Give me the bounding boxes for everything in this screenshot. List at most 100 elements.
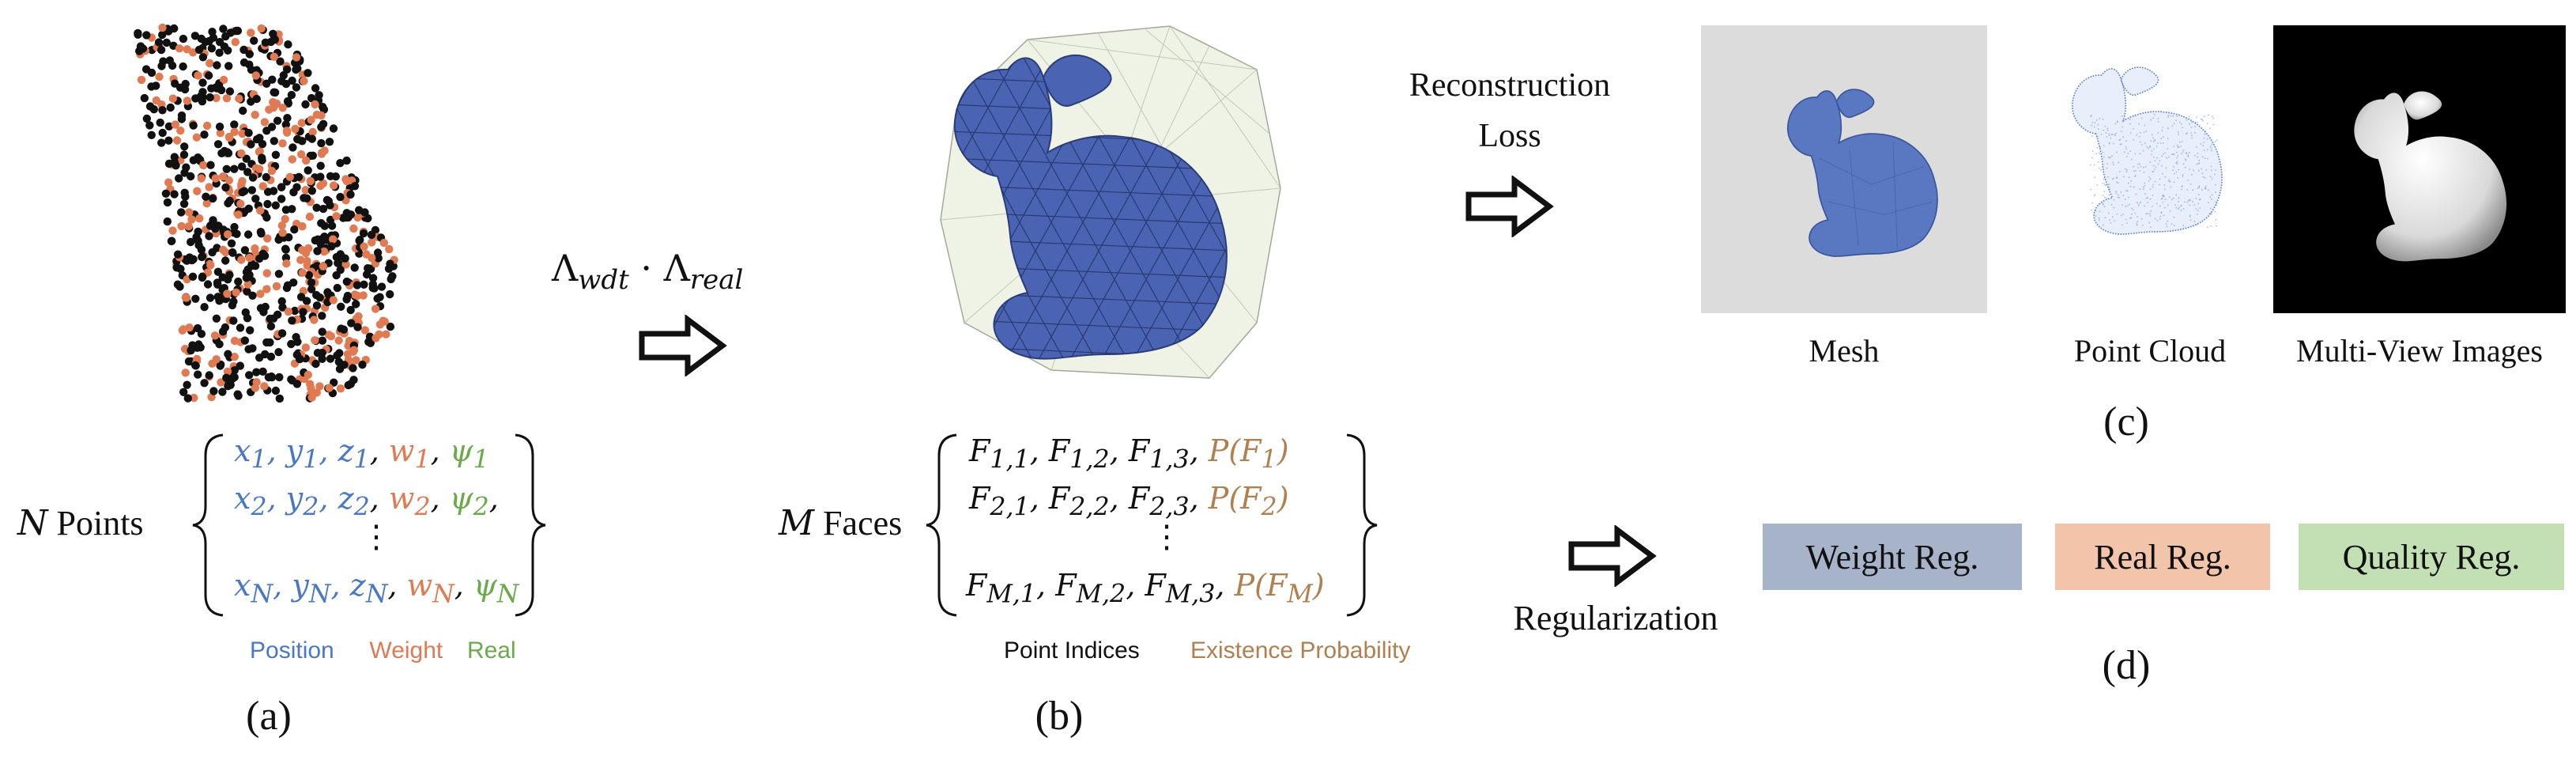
point-dot xyxy=(228,248,237,257)
point-dot xyxy=(221,32,230,41)
point-dot xyxy=(173,250,183,259)
point-dot xyxy=(344,380,353,390)
point-dot xyxy=(255,146,264,156)
point-dot xyxy=(285,172,294,181)
point-dot xyxy=(177,111,187,120)
caption-mesh: Mesh xyxy=(1808,333,1880,369)
real-reg-box: Real Reg. xyxy=(2055,524,2270,590)
caption-multi-view: Multi-View Images xyxy=(2296,333,2543,369)
point-dot xyxy=(175,44,184,53)
point-dot xyxy=(316,161,325,170)
point-dot xyxy=(219,75,228,85)
face-row-m: FM,1, FM,2, FM,3, P(FM) xyxy=(966,568,1325,609)
point-dot xyxy=(281,244,290,253)
point-dot xyxy=(213,267,223,276)
point-dot xyxy=(307,93,316,103)
point-dot xyxy=(222,94,232,103)
quality-reg-box: Quality Reg. xyxy=(2299,524,2564,590)
point-dot xyxy=(281,214,289,224)
point-dot xyxy=(221,183,230,192)
point-dot xyxy=(352,356,360,365)
point-dot xyxy=(271,386,281,395)
point-dot xyxy=(312,301,322,310)
point-dot xyxy=(230,127,239,136)
arrow-to-outputs-icon xyxy=(1465,176,1554,237)
point-dot xyxy=(202,199,211,208)
point-dot xyxy=(193,187,202,195)
point-dot xyxy=(244,128,253,138)
point-dot xyxy=(164,136,173,145)
point-dot xyxy=(168,226,177,235)
point-dot xyxy=(212,314,221,323)
point-dot xyxy=(349,224,358,233)
point-dot xyxy=(304,69,312,78)
point-dot xyxy=(260,118,270,127)
point-dot xyxy=(230,120,239,129)
point-dot xyxy=(371,304,380,313)
point-dot xyxy=(198,78,207,87)
point-dot xyxy=(288,205,296,214)
point-dot xyxy=(194,370,202,379)
point-dot xyxy=(243,230,253,239)
point-dot xyxy=(232,288,240,297)
point-dot xyxy=(258,182,267,191)
point-dot xyxy=(154,38,164,47)
point-dot xyxy=(243,168,252,176)
point-dot xyxy=(165,56,174,65)
point-dot xyxy=(245,371,254,380)
point-dot xyxy=(368,254,376,263)
point-dot xyxy=(225,196,234,206)
point-dot xyxy=(262,269,271,278)
point-dot xyxy=(255,134,264,142)
point-dot xyxy=(224,176,233,185)
point-dot xyxy=(336,384,345,393)
point-dot xyxy=(318,327,326,336)
point-dot xyxy=(224,382,232,391)
point-dot xyxy=(315,91,323,100)
point-dot xyxy=(346,305,355,315)
point-dot xyxy=(313,235,322,244)
point-dot xyxy=(255,354,264,362)
point-dot xyxy=(353,281,362,289)
point-dot xyxy=(297,119,306,127)
point-dot xyxy=(208,359,217,368)
point-dot xyxy=(240,336,250,345)
point-dot xyxy=(225,133,234,142)
point-dot xyxy=(273,116,282,125)
point-dot xyxy=(349,376,358,384)
point-dot xyxy=(194,71,202,80)
point-dot xyxy=(190,393,198,403)
point-dot xyxy=(195,214,204,223)
point-dot xyxy=(218,172,228,181)
point-dot xyxy=(170,24,179,33)
point-dot xyxy=(184,222,193,231)
face-legend-indices: Point Indices xyxy=(1004,637,1140,664)
point-dot xyxy=(243,265,252,274)
point-dot xyxy=(205,36,213,46)
point-dot xyxy=(374,254,383,263)
point-dot xyxy=(252,368,261,376)
point-dot xyxy=(336,159,345,168)
point-dot xyxy=(241,308,250,317)
point-dot xyxy=(329,296,338,304)
n-points-label: N Points xyxy=(17,503,144,543)
point-dot xyxy=(247,28,255,37)
legend-position: Position xyxy=(250,637,334,664)
point-dot xyxy=(318,354,326,363)
point-dot xyxy=(223,367,232,376)
m-faces-label: M Faces xyxy=(779,503,903,543)
point-dot xyxy=(266,322,276,331)
mesh-render-image xyxy=(1701,25,1987,313)
point-dot xyxy=(276,57,285,66)
point-dot xyxy=(211,174,220,183)
point-dot xyxy=(261,38,270,47)
point-dot xyxy=(221,256,230,265)
point-dot xyxy=(303,261,311,270)
point-dot xyxy=(157,138,166,147)
point-dot xyxy=(205,183,213,191)
point-dot xyxy=(142,31,151,40)
point-dot xyxy=(274,348,283,357)
point-dot xyxy=(342,156,351,165)
point-dot xyxy=(173,280,183,289)
point-dot xyxy=(375,293,384,301)
